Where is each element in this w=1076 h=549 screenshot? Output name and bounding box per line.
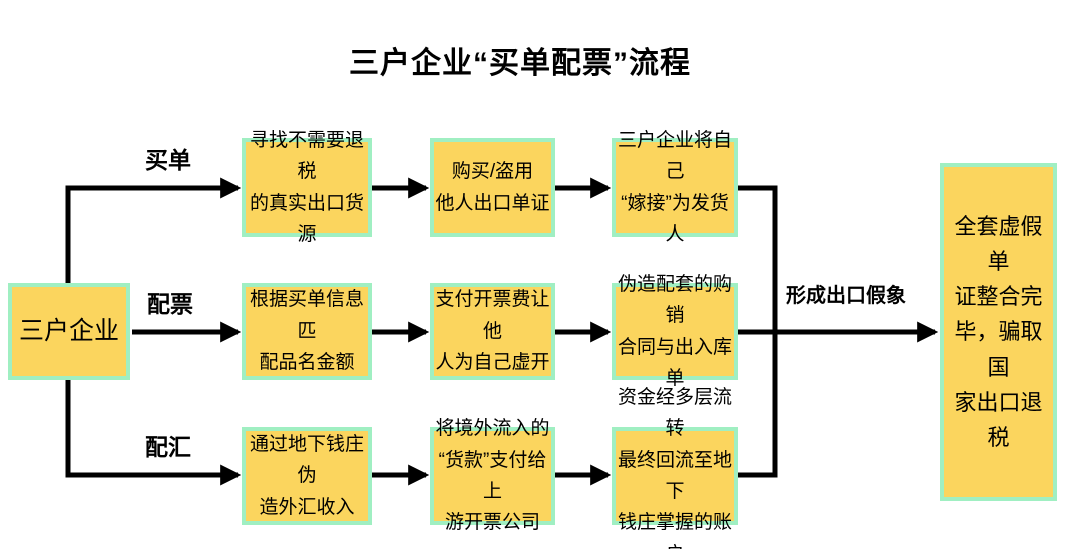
flow-step-invoice-3: 伪造配套的购销 合同与出入库单 xyxy=(612,274,738,389)
merge-label: 形成出口假象 xyxy=(786,285,906,307)
flow-step-buy-1: 寻找不需要退税 的真实出口货源 xyxy=(242,130,372,245)
flow-step-invoice-1: 根据买单信息匹 配品名金额 xyxy=(242,283,372,380)
flow-step-forex-1: 通过地下钱庄伪 造外汇收入 xyxy=(242,427,372,525)
flow-step-invoice-2: 支付开票费让他 人为自己虚开 xyxy=(430,283,555,380)
diagram-title: 三户企业“买单配票”流程 xyxy=(349,47,691,80)
branch-label-match-invoice: 配票 xyxy=(147,291,193,317)
flow-step-buy-2: 购买/盗用 他人出口单证 xyxy=(430,138,555,237)
flow-step-forex-3: 资金经多层流转 最终回流至地下 钱庄掌握的账户 xyxy=(612,387,738,549)
branch-label-match-forex: 配汇 xyxy=(145,434,191,460)
flow-step-forex-2: 将境外流入的 “货款”支付给上 游开票公司 xyxy=(430,418,555,533)
result-box: 全套虚假单 证整合完 毕，骗取国 家出口退税 xyxy=(940,163,1057,501)
branch-label-buy-order: 买单 xyxy=(145,147,191,173)
source-box: 三户企业 xyxy=(8,283,130,380)
flow-step-buy-3: 三户企业将自己 “嫁接”为发货人 xyxy=(612,130,738,245)
